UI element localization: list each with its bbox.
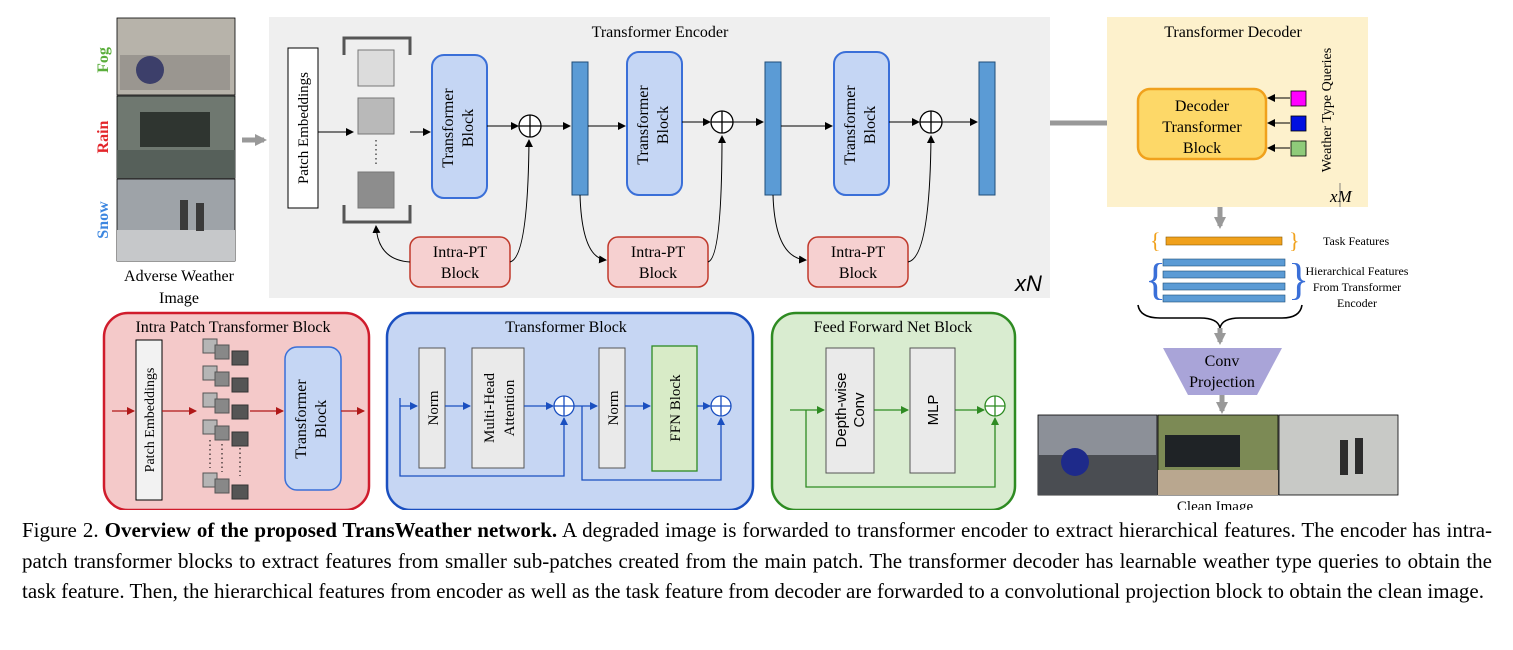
output-images <box>1037 414 1399 496</box>
decoder-repeat: xM <box>1329 187 1353 206</box>
output-caption: Clean Image <box>1177 499 1254 510</box>
svg-text:MLP: MLP <box>925 395 942 426</box>
weather-queries-label: Weather Type Queries <box>1320 48 1335 172</box>
input-images <box>116 17 236 262</box>
caption-bold: Overview of the proposed TransWeather ne… <box>104 518 558 542</box>
query-fog <box>1290 90 1307 107</box>
svg-text:Patch Embeddings: Patch Embeddings <box>143 368 158 473</box>
conv-projection <box>1163 348 1282 395</box>
svg-text:Conv: Conv <box>1205 353 1240 370</box>
fog-label: Fog <box>95 47 112 73</box>
input-caption-1: Adverse Weather <box>124 268 235 285</box>
encoder-title: Transformer Encoder <box>592 24 729 41</box>
svg-text:Norm: Norm <box>426 390 442 425</box>
patch-2 <box>357 97 395 135</box>
svg-text:Norm: Norm <box>606 390 622 425</box>
hierarchical-features: { } <box>1145 255 1309 304</box>
snow-label: Snow <box>95 201 112 239</box>
svg-text:Block: Block <box>655 106 672 144</box>
svg-text:Intra-PT: Intra-PT <box>433 244 487 261</box>
caption-figure-number: Figure 2. <box>22 518 99 542</box>
svg-text:}: } <box>1289 228 1300 253</box>
hier-label-3: Encoder <box>1337 296 1377 310</box>
feature-bar-2 <box>764 61 782 196</box>
decoder-title: Transformer Decoder <box>1164 24 1302 41</box>
svg-text:Block: Block <box>441 265 479 282</box>
task-feature: { } <box>1150 228 1300 253</box>
svg-text:Block: Block <box>862 106 879 144</box>
patch-3 <box>357 171 395 209</box>
intra-panel-title: Intra Patch Transformer Block <box>135 319 330 336</box>
patch-embeddings-label: Patch Embeddings <box>296 72 312 184</box>
hier-label-1: Hierarchical Features <box>1306 264 1409 278</box>
svg-text:Transformer: Transformer <box>440 88 457 168</box>
merge-bracket <box>1137 304 1303 329</box>
sub-patches <box>202 338 249 500</box>
query-rain <box>1290 115 1307 132</box>
decoder-transformer-block <box>1136 87 1268 161</box>
patch-1 <box>357 49 395 87</box>
svg-text:Block: Block <box>460 109 477 147</box>
feature-bar-1 <box>571 61 589 196</box>
svg-text:Depth-wise: Depth-wise <box>833 372 850 447</box>
svg-text:Intra-PT: Intra-PT <box>631 244 685 261</box>
caption-text: A degraded image is forwarded to transfo… <box>22 518 1493 603</box>
svg-text:Block: Block <box>839 265 877 282</box>
svg-text:Block: Block <box>313 400 330 438</box>
svg-text:}: } <box>1288 255 1309 304</box>
svg-text:{: { <box>1145 255 1166 304</box>
transformer-block-3 <box>833 51 890 196</box>
encoder-repeat: xN <box>1014 271 1042 296</box>
svg-text:Multi-Head: Multi-Head <box>482 373 498 443</box>
transformer-block-2 <box>626 51 683 196</box>
svg-text:Block: Block <box>1183 140 1221 157</box>
task-features-label: Task Features <box>1323 234 1389 248</box>
svg-text:Attention: Attention <box>502 379 518 436</box>
svg-text:Transformer: Transformer <box>293 379 310 459</box>
svg-text:Block: Block <box>639 265 677 282</box>
input-caption-2: Image <box>159 290 199 307</box>
svg-text:Intra-PT: Intra-PT <box>831 244 885 261</box>
svg-text:{: { <box>1150 228 1161 253</box>
svg-text:FFN Block: FFN Block <box>668 374 684 442</box>
tb-panel-title: Transformer Block <box>505 319 627 336</box>
svg-text:Projection: Projection <box>1189 374 1255 391</box>
svg-text:Transformer: Transformer <box>842 85 859 165</box>
svg-text:Transformer: Transformer <box>635 85 652 165</box>
svg-text:Transformer: Transformer <box>1162 119 1242 136</box>
feature-bar-3 <box>978 61 996 196</box>
svg-text:Decoder: Decoder <box>1175 98 1230 115</box>
patch-embeddings-box <box>287 47 319 209</box>
figure-caption: Figure 2. Overview of the proposed Trans… <box>22 515 1492 607</box>
rain-label: Rain <box>95 120 112 153</box>
architecture-diagram: Fog Rain Snow Adverse Weather Image Tran… <box>95 17 1409 510</box>
ffn-panel <box>770 311 1017 510</box>
svg-text:Conv: Conv <box>851 392 868 428</box>
hier-label-2: From Transformer <box>1313 280 1401 294</box>
ffn-panel-title: Feed Forward Net Block <box>814 319 973 336</box>
query-snow <box>1290 140 1307 157</box>
